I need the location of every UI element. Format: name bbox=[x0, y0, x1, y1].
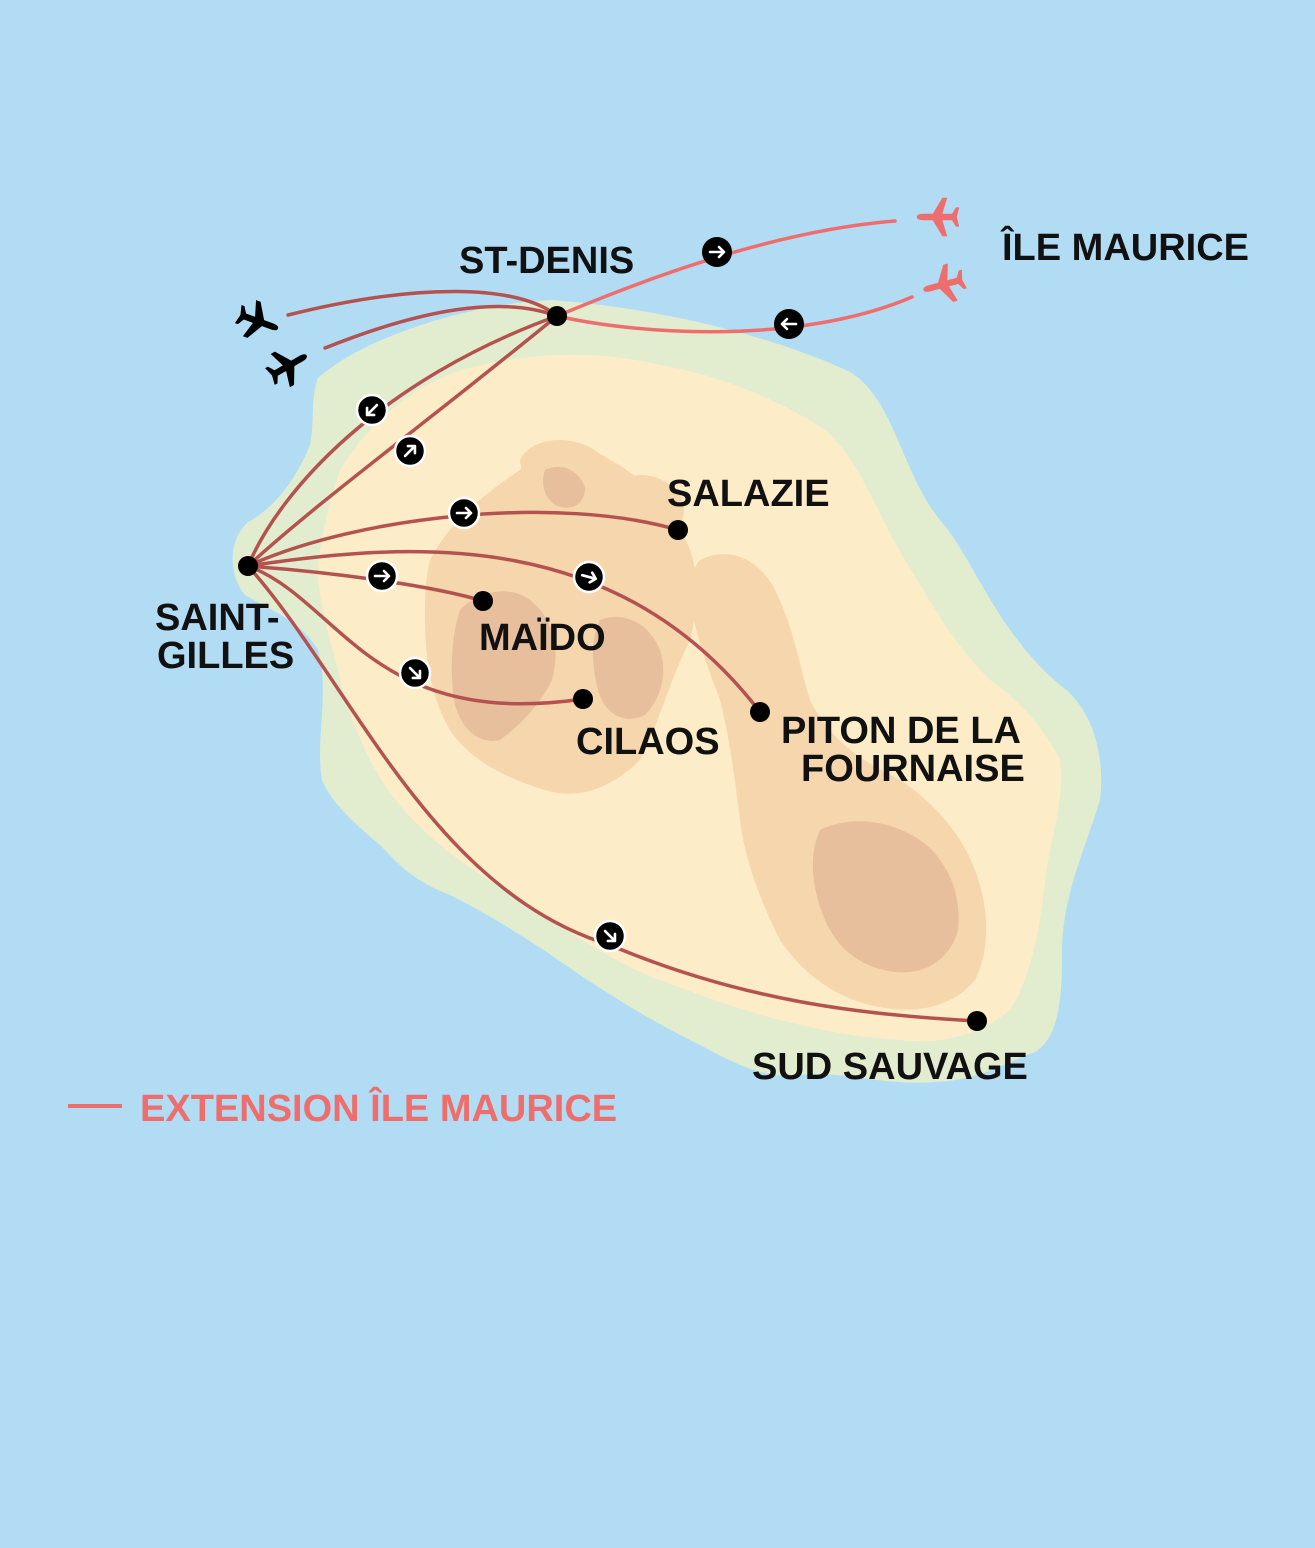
legend: EXTENSION ÎLE MAURICE bbox=[68, 1086, 617, 1130]
marker-maido bbox=[473, 591, 493, 611]
route-gilles-cilaos bbox=[246, 564, 585, 706]
route-extension-out bbox=[555, 219, 897, 318]
hills-north bbox=[520, 440, 684, 535]
place-labels: ST-DENIS ÎLE MAURICE SALAZIE SAINT- GILL… bbox=[155, 225, 1249, 1088]
label-sud-sauvage: SUD SAUVAGE bbox=[752, 1046, 1028, 1088]
route-gilles-piton bbox=[246, 549, 762, 714]
island bbox=[232, 300, 1102, 1083]
label-ile-maurice: ÎLE MAURICE bbox=[1000, 225, 1249, 269]
route-stdenis-plane-1 bbox=[286, 289, 559, 318]
label-maido: MAÏDO bbox=[479, 616, 606, 659]
arrow-icon bbox=[572, 560, 606, 594]
marker-cilaos bbox=[573, 689, 593, 709]
arrow-icon bbox=[355, 393, 389, 427]
label-cilaos: CILAOS bbox=[576, 721, 720, 763]
arrow-icon bbox=[593, 919, 627, 953]
label-salazie: SALAZIE bbox=[667, 473, 830, 515]
arrow-icon bbox=[447, 496, 481, 530]
legend-extension-label: EXTENSION ÎLE MAURICE bbox=[140, 1086, 617, 1130]
marker-st-denis bbox=[547, 306, 567, 326]
route-gilles-stdenis-b bbox=[246, 314, 559, 568]
peaks-east bbox=[812, 821, 959, 973]
label-saint-gilles-2: GILLES bbox=[157, 635, 294, 677]
route-gilles-sudsauvage bbox=[246, 564, 979, 1023]
label-piton-2: FOURNAISE bbox=[801, 748, 1025, 790]
arrow-icon bbox=[365, 559, 399, 593]
peaks-north bbox=[543, 466, 585, 508]
arrow-icon bbox=[702, 237, 732, 267]
stop-markers bbox=[238, 306, 987, 1031]
label-piton-1: PITON DE LA bbox=[781, 710, 1021, 752]
label-st-denis: ST-DENIS bbox=[459, 240, 634, 282]
route-gilles-stdenis-a bbox=[246, 314, 559, 568]
arrow-icon bbox=[393, 434, 427, 468]
peaks-central bbox=[593, 616, 664, 719]
route-stdenis-plane-2 bbox=[323, 304, 559, 350]
extension-routes bbox=[555, 219, 914, 334]
marker-piton-de-la-fournaise bbox=[750, 702, 770, 722]
marker-sud-sauvage bbox=[967, 1011, 987, 1031]
arrow-icon bbox=[398, 656, 432, 690]
direction-badges bbox=[355, 237, 804, 953]
marker-salazie bbox=[668, 520, 688, 540]
arrow-icon bbox=[774, 309, 804, 339]
route-extension-return bbox=[555, 295, 914, 334]
label-saint-gilles-1: SAINT- bbox=[155, 597, 280, 639]
marker-saint-gilles bbox=[238, 556, 258, 576]
